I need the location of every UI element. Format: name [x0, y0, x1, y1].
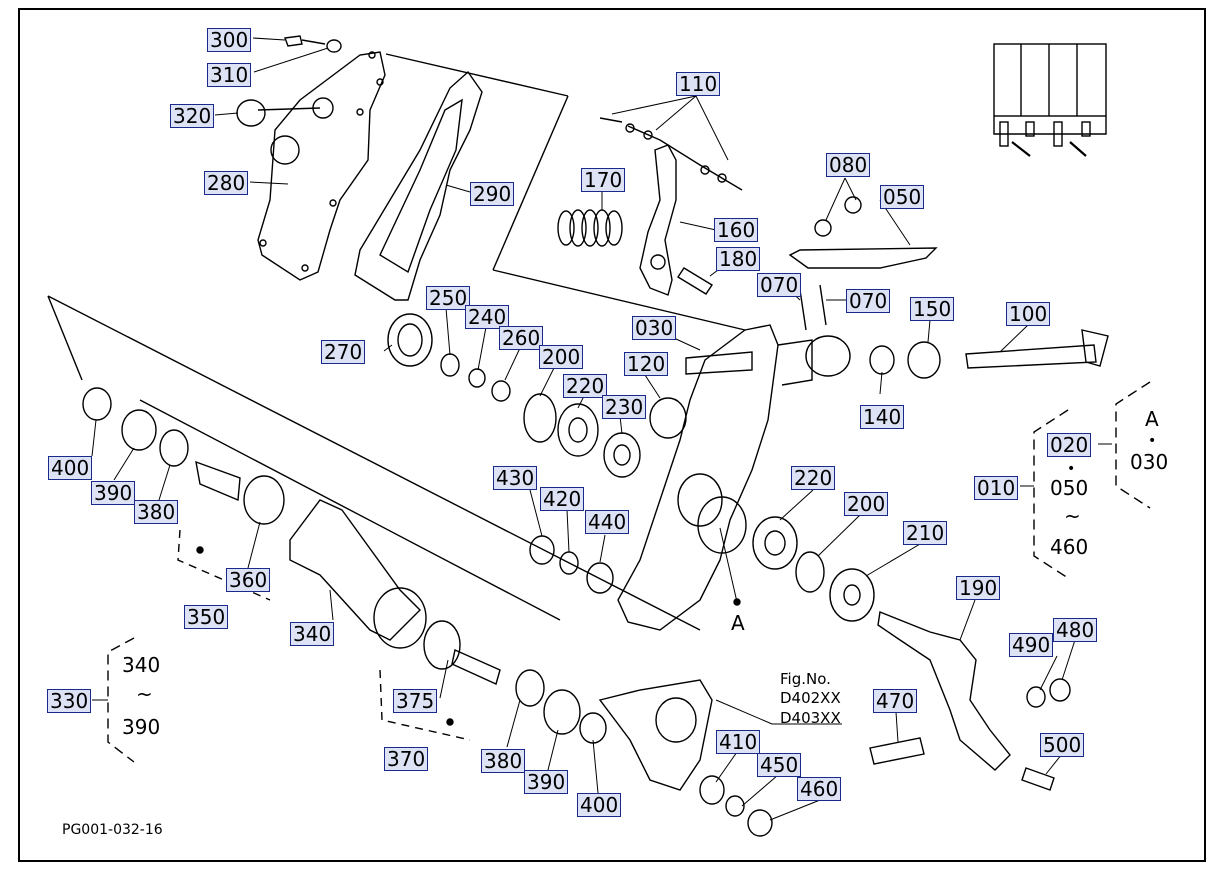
part-label-260[interactable]: 260 [499, 326, 544, 350]
lower-housing [598, 679, 773, 837]
pin-180 [677, 267, 713, 295]
callout-a-letter: A [1145, 407, 1159, 431]
group-010-dot: • [1067, 461, 1076, 477]
part-label-200-upper[interactable]: 200 [539, 345, 584, 369]
part-label-300[interactable]: 300 [207, 28, 252, 52]
plug-320 [236, 99, 266, 127]
key-500 [1021, 767, 1055, 791]
part-label-370[interactable]: 370 [384, 747, 429, 771]
part-label-030[interactable]: 030 [632, 316, 677, 340]
figure-number-label: Fig.No. [780, 670, 831, 688]
cover-280 [257, 51, 386, 281]
bushing-140 [869, 345, 895, 375]
part-label-140[interactable]: 140 [860, 405, 905, 429]
part-label-490[interactable]: 490 [1009, 633, 1054, 657]
part-label-290[interactable]: 290 [470, 182, 515, 206]
part-label-420[interactable]: 420 [540, 487, 585, 511]
part-label-380-lower[interactable]: 380 [481, 749, 526, 773]
part-label-375[interactable]: 375 [393, 689, 438, 713]
part-label-240[interactable]: 240 [465, 305, 510, 329]
part-label-050[interactable]: 050 [880, 185, 925, 209]
part-label-460[interactable]: 460 [797, 777, 842, 801]
arm-340 [289, 499, 427, 649]
part-label-470[interactable]: 470 [873, 689, 918, 713]
part-label-500[interactable]: 500 [1040, 733, 1085, 757]
part-label-310[interactable]: 310 [207, 63, 252, 87]
part-label-430[interactable]: 430 [493, 466, 538, 490]
gasket-290 [354, 70, 483, 301]
marker-dot [196, 546, 204, 554]
plug-120 [649, 397, 687, 439]
group-010-start: 050 [1050, 476, 1089, 500]
group-010-tilde: ~ [1064, 504, 1081, 528]
part-label-110[interactable]: 110 [676, 72, 721, 96]
part-label-270[interactable]: 270 [321, 340, 366, 364]
part-label-350[interactable]: 350 [184, 605, 229, 629]
washer-310 [326, 39, 342, 53]
part-label-010[interactable]: 010 [974, 476, 1019, 500]
part-label-190[interactable]: 190 [956, 576, 1001, 600]
part-label-280[interactable]: 280 [204, 171, 249, 195]
spring-170 [557, 209, 623, 247]
part-label-320[interactable]: 320 [170, 104, 215, 128]
group-330-start: 340 [122, 653, 161, 677]
shaft-100 [869, 329, 1109, 379]
shaft-assembly-370 [379, 620, 607, 744]
part-label-450[interactable]: 450 [757, 753, 802, 777]
figure-code: PG001-032-16 [62, 822, 163, 838]
marker-line [719, 527, 738, 603]
part-label-390-lower[interactable]: 390 [524, 770, 569, 794]
part-label-400-left[interactable]: 400 [48, 456, 93, 480]
part-label-410[interactable]: 410 [716, 730, 761, 754]
part-label-160[interactable]: 160 [714, 218, 759, 242]
part-label-180[interactable]: 180 [716, 247, 761, 271]
part-label-220-upper[interactable]: 220 [563, 374, 608, 398]
part-label-330[interactable]: 330 [47, 689, 92, 713]
part-label-070-left[interactable]: 070 [757, 273, 802, 297]
part-label-120[interactable]: 120 [624, 352, 669, 376]
part-label-360[interactable]: 360 [226, 568, 271, 592]
part-label-390-left[interactable]: 390 [91, 481, 136, 505]
part-label-230[interactable]: 230 [602, 395, 647, 419]
part-label-080[interactable]: 080 [826, 153, 871, 177]
part-label-070-right[interactable]: 070 [846, 289, 891, 313]
figure-number-line2: D403XX [780, 709, 841, 727]
figure-number-line1: D402XX [780, 689, 841, 707]
part-label-200-right[interactable]: 200 [844, 492, 889, 516]
machine-thumbnail-icon [993, 43, 1107, 157]
group-010-end: 460 [1050, 535, 1089, 559]
lever-160 [599, 117, 743, 296]
part-label-150[interactable]: 150 [910, 297, 955, 321]
group-330-tilde: ~ [136, 682, 153, 706]
part-label-170[interactable]: 170 [581, 168, 626, 192]
part-label-020[interactable]: 020 [1047, 433, 1092, 457]
group-330-end: 390 [122, 715, 161, 739]
part-label-220-right[interactable]: 220 [791, 466, 836, 490]
part-label-400-lower[interactable]: 400 [577, 793, 622, 817]
part-label-440[interactable]: 440 [585, 510, 630, 534]
callout-a-value: 030 [1130, 450, 1169, 474]
case-outline [47, 53, 746, 631]
shaft-assembly-350 [82, 387, 285, 601]
housing-030 [617, 324, 851, 631]
part-label-210[interactable]: 210 [903, 521, 948, 545]
part-label-250[interactable]: 250 [426, 286, 471, 310]
bolt-300 [284, 35, 326, 47]
bushing-150 [907, 341, 941, 379]
pin-470 [869, 737, 925, 765]
group-brackets [107, 381, 1151, 763]
part-label-480[interactable]: 480 [1053, 618, 1098, 642]
marker-a-label: A [731, 611, 745, 635]
lever-190 [752, 516, 1071, 791]
callout-a-dot: • [1148, 433, 1157, 449]
marker-dot [446, 718, 454, 726]
shaft-030 [685, 351, 753, 375]
part-label-380-left[interactable]: 380 [134, 500, 179, 524]
part-label-100[interactable]: 100 [1006, 302, 1051, 326]
upper-axis-parts [387, 313, 641, 478]
part-label-340[interactable]: 340 [290, 622, 335, 646]
diagram-frame [18, 8, 1206, 862]
